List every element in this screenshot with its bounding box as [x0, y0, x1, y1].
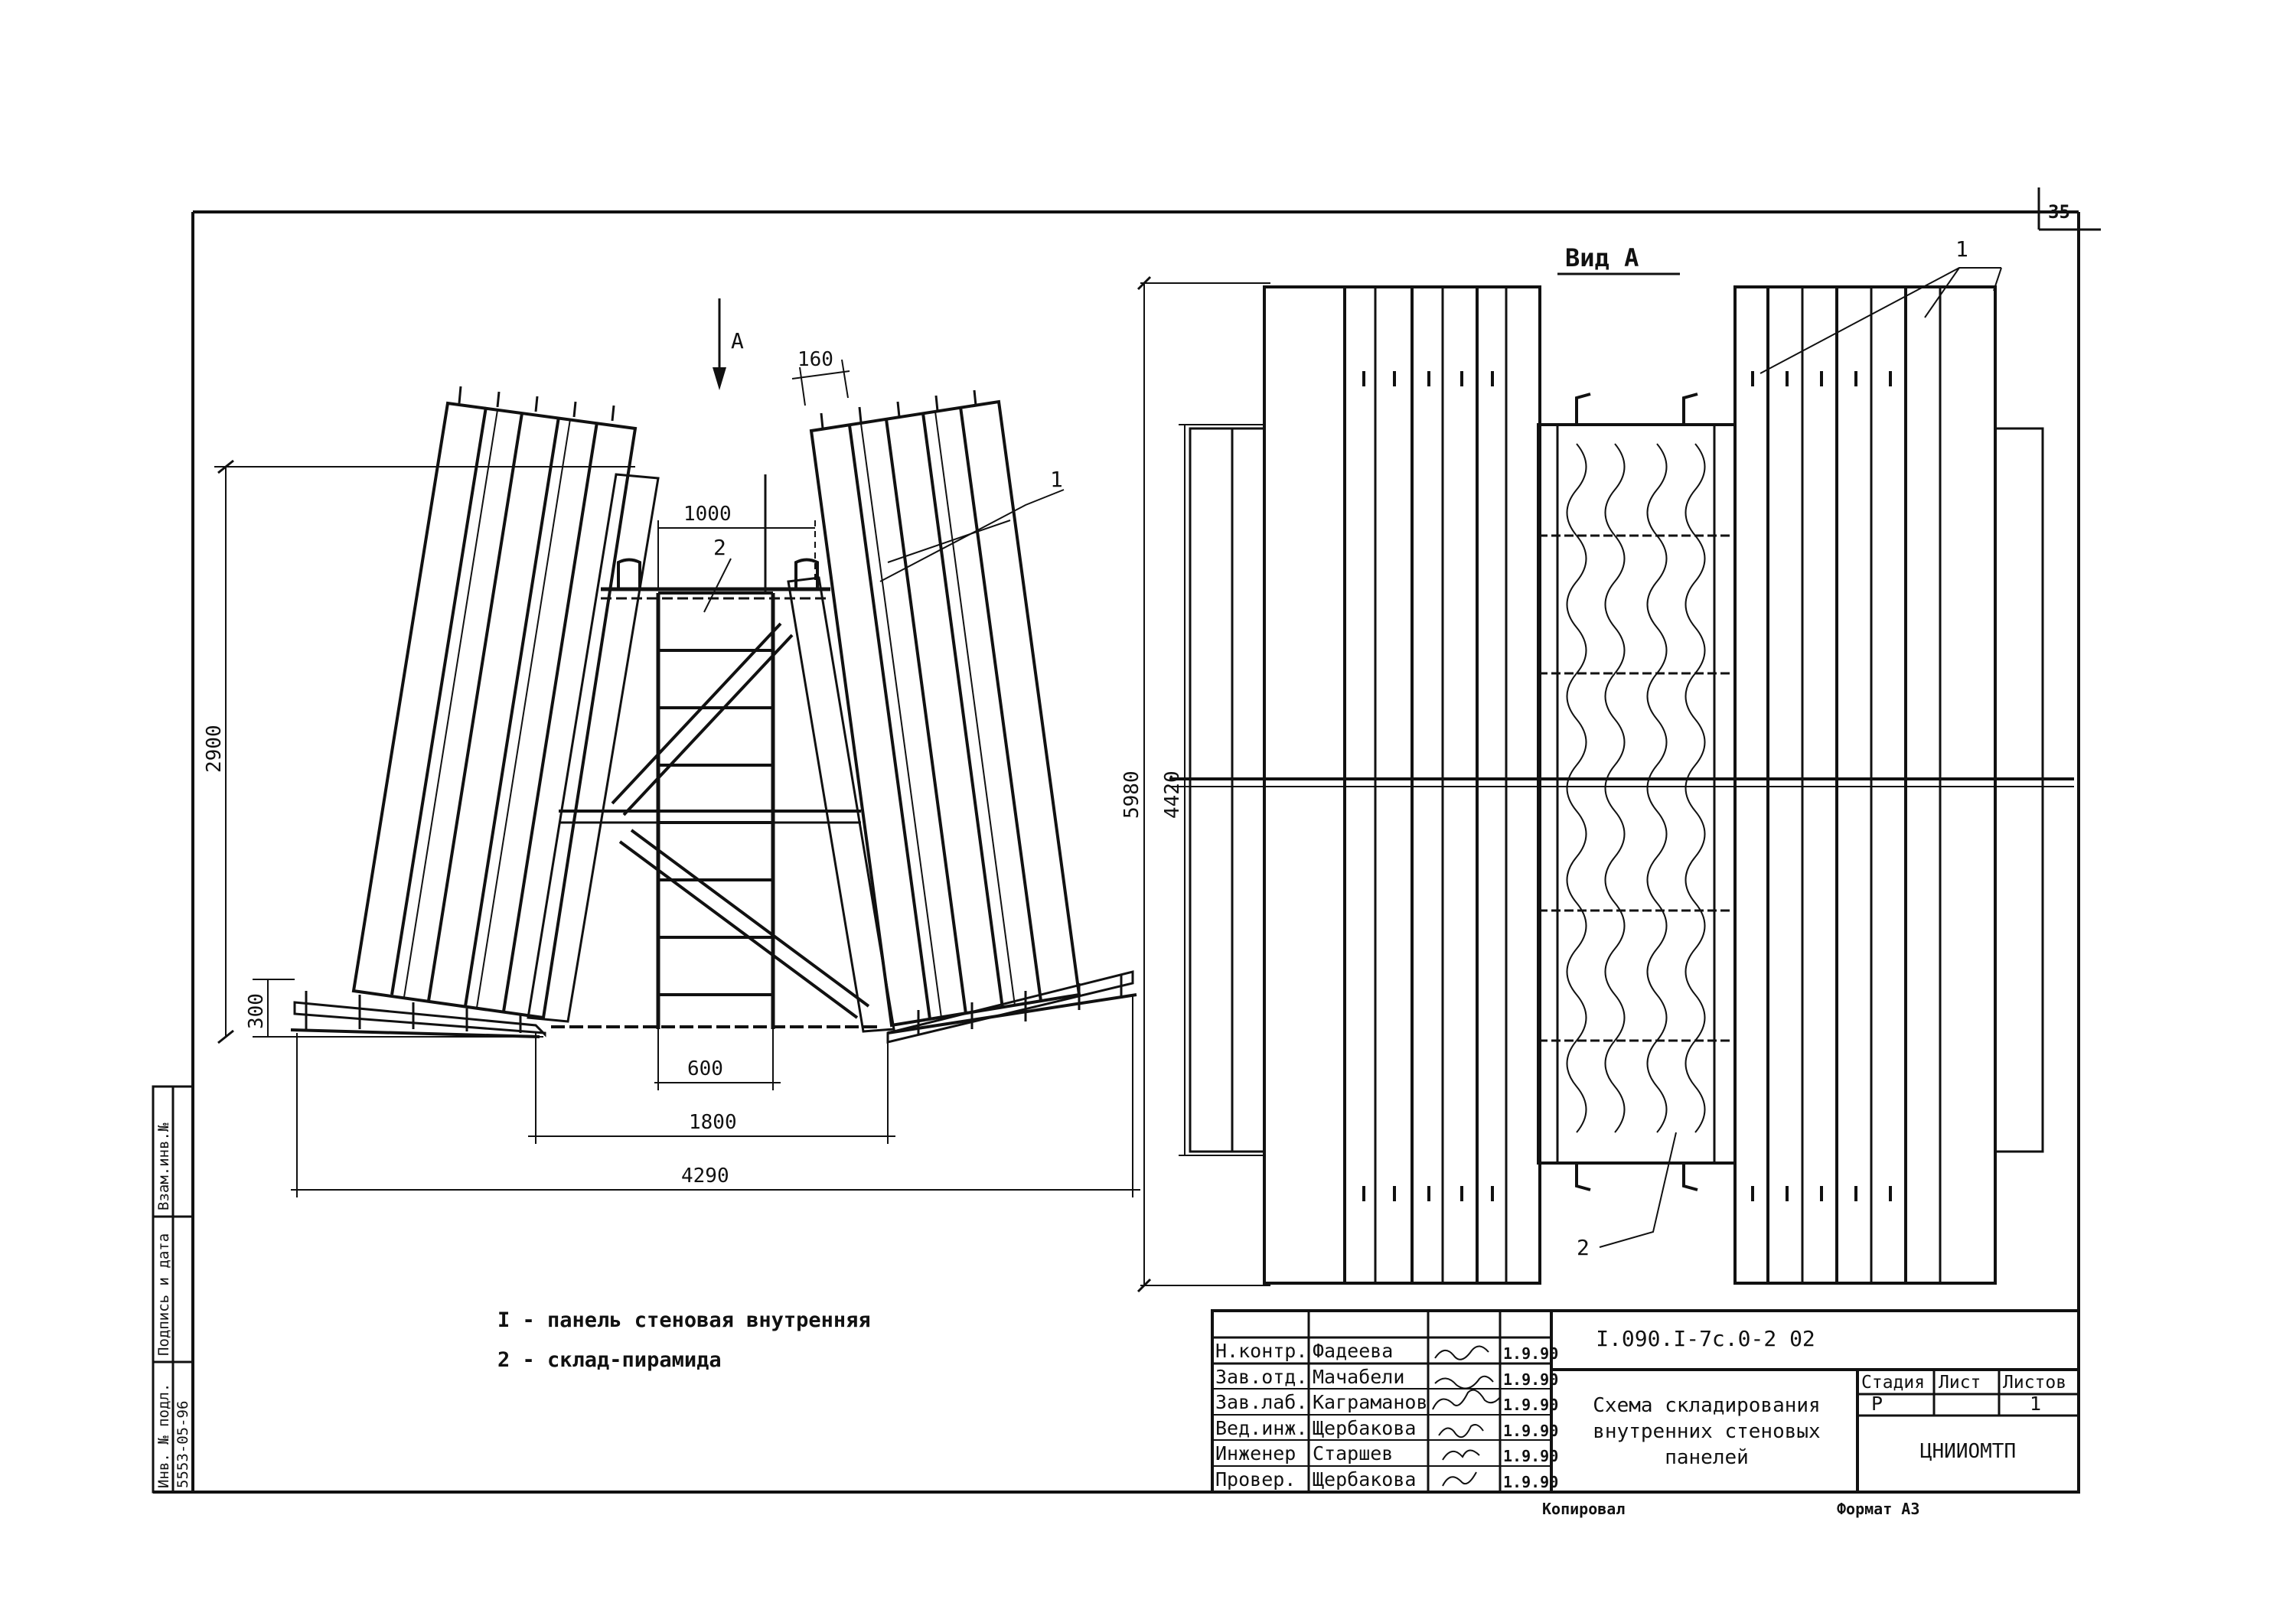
organization: ЦНИИОМТП — [1919, 1440, 2017, 1463]
sheets-value: 1 — [2030, 1393, 2042, 1415]
callout-right-2: 2 — [1577, 1235, 1590, 1260]
tb-role-5: Провер. — [1215, 1468, 1296, 1491]
format-label: Формат А3 — [1837, 1500, 1920, 1518]
dim-1000: 1000 — [683, 503, 732, 526]
page-number: 35 — [2048, 201, 2070, 223]
section-dimensions — [214, 298, 1140, 1197]
section-view — [290, 386, 1137, 1044]
tb-name-4: Старшев — [1313, 1442, 1394, 1464]
doc-code: I.090.I-7с.0-2 02 — [1596, 1326, 1815, 1351]
tb-role-4: Инженер — [1215, 1442, 1296, 1464]
tb-name-0: Фадеева — [1313, 1340, 1394, 1362]
side-stamp-col2: Подпись и дата — [155, 1233, 172, 1356]
plan-view — [1137, 267, 2074, 1293]
side-stamp-number: 5553-05-96 — [174, 1400, 191, 1488]
dim-300: 300 — [245, 993, 268, 1029]
legend-item-2: 2 - склад-пирамида — [497, 1348, 722, 1372]
tb-name-2: Каграманов — [1313, 1391, 1428, 1413]
dim-600: 600 — [687, 1057, 723, 1080]
side-stamp-col3: Взам.инв.№ — [155, 1122, 172, 1210]
legend-item-1: I - панель стеновая внутренняя — [497, 1308, 871, 1332]
dim-5980: 5980 — [1120, 771, 1143, 819]
callout-left-2: 2 — [713, 535, 726, 560]
stage-header: Стадия — [1861, 1373, 1926, 1393]
tb-date-0: 1.9.90 — [1503, 1344, 1559, 1363]
sheet-frame — [153, 187, 2101, 1494]
tb-name-5: Щербакова — [1313, 1468, 1417, 1491]
tb-role-0: Н.контр. — [1215, 1340, 1308, 1362]
side-stamp-box — [152, 1085, 194, 1494]
dim-160: 160 — [797, 348, 833, 371]
view-arrow-label: А — [731, 328, 744, 354]
dim-4290: 4290 — [681, 1165, 729, 1188]
tb-name-1: Мачабели — [1313, 1366, 1405, 1388]
side-stamp-col1: Инв. № подл. — [155, 1383, 172, 1488]
sheets-header: Листов — [2003, 1373, 2067, 1393]
dim-2900: 2900 — [203, 725, 226, 773]
tb-role-3: Вед.инж. — [1215, 1417, 1308, 1439]
copied-label: Копировал — [1542, 1500, 1626, 1518]
view-label: Вид А — [1565, 243, 1639, 272]
tb-role-1: Зав.отд. — [1215, 1366, 1308, 1388]
tb-date-1: 1.9.90 — [1503, 1370, 1559, 1389]
title-block-lines — [1211, 1309, 2080, 1494]
stage-value: Р — [1871, 1393, 1883, 1415]
callout-right-1: 1 — [1955, 236, 1968, 262]
drawing-title: Схема складирования внутренних стеновых … — [1593, 1394, 1821, 1469]
tb-name-3: Щербакова — [1313, 1417, 1417, 1439]
callout-left-1: 1 — [1050, 467, 1063, 492]
tb-date-5: 1.9.90 — [1503, 1473, 1559, 1491]
tb-date-2: 1.9.90 — [1503, 1396, 1559, 1414]
signatures — [1432, 1345, 1501, 1487]
tb-date-3: 1.9.90 — [1503, 1422, 1559, 1440]
sheet-header: Лист — [1939, 1373, 1981, 1393]
dim-4420: 4420 — [1161, 771, 1184, 819]
tb-role-2: Зав.лаб. — [1215, 1391, 1308, 1413]
tb-date-4: 1.9.90 — [1503, 1447, 1559, 1465]
dim-1800: 1800 — [689, 1111, 737, 1134]
